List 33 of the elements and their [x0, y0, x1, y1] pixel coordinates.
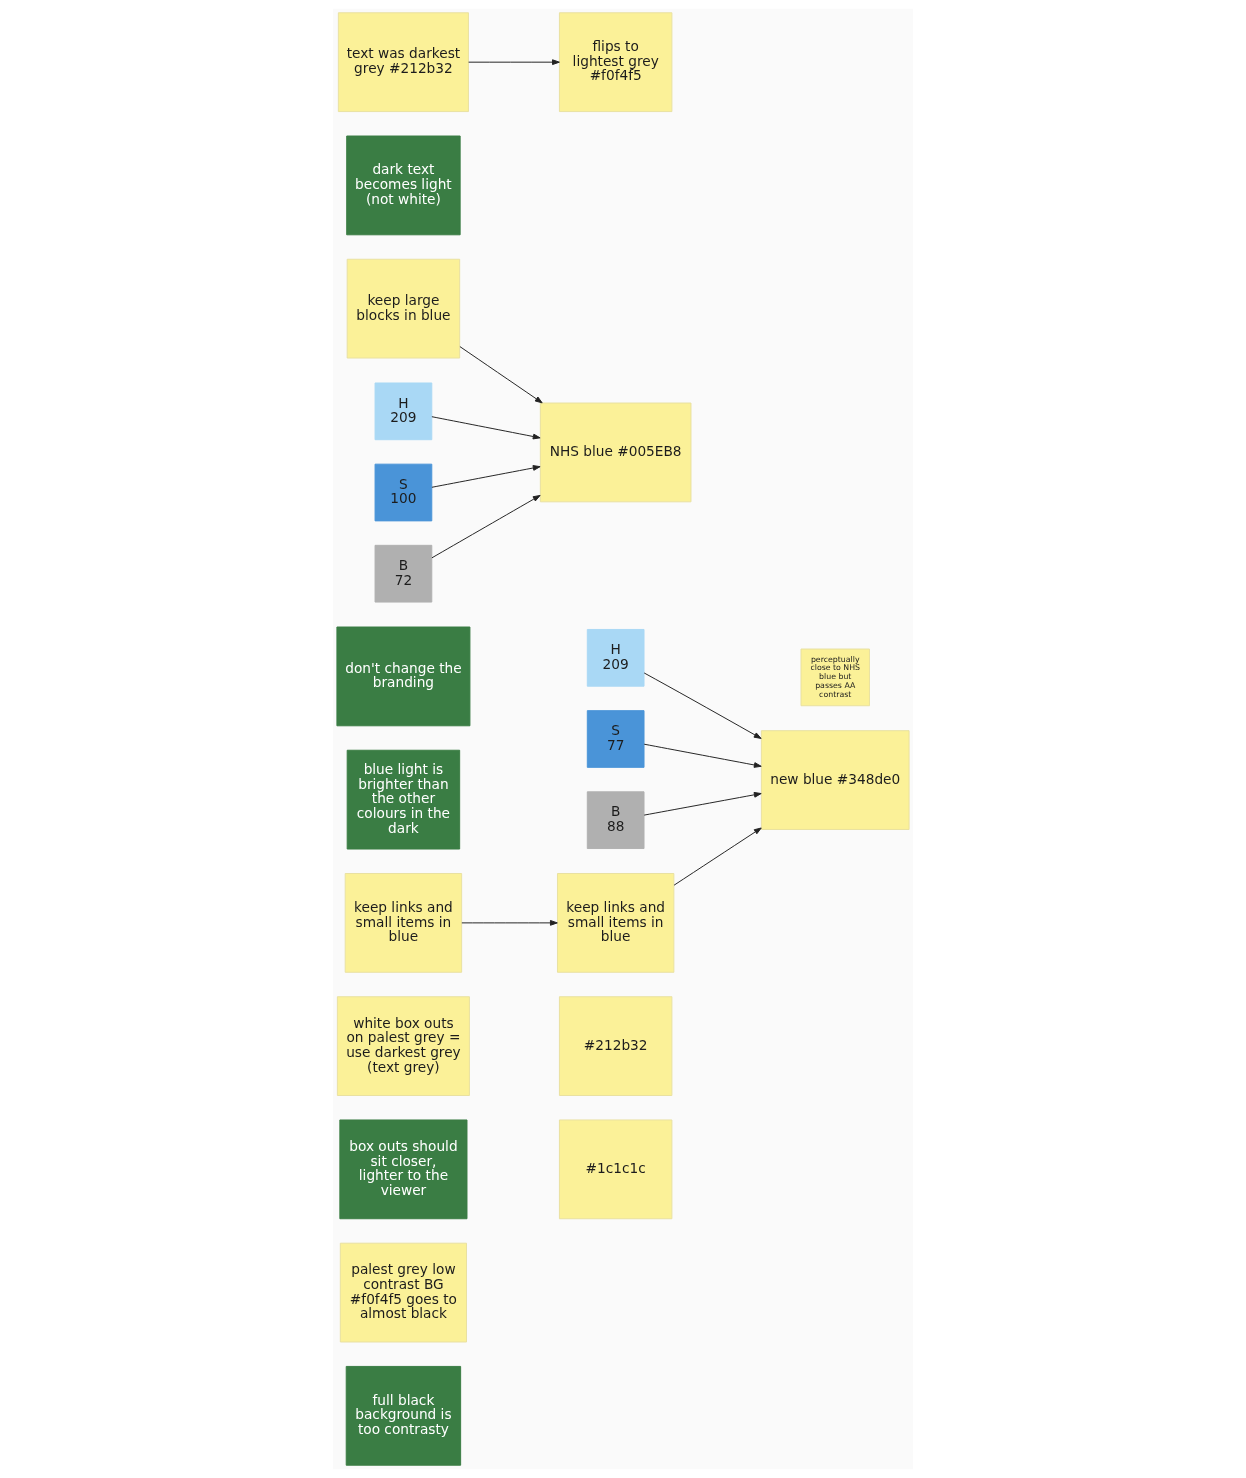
- node-box: palest grey low contrast BG #f0f4f5 goes to almost black: [339, 1242, 467, 1343]
- node-box: S 100: [374, 463, 433, 522]
- arrow: [461, 920, 558, 926]
- node-box: blue light is brighter than the other colours in the dark: [346, 749, 461, 850]
- arrow: [431, 416, 541, 440]
- arrow: [643, 743, 762, 768]
- node-box: B 88: [586, 791, 645, 850]
- node-box: S 77: [586, 710, 645, 768]
- arrow: [431, 494, 541, 559]
- node-box: #1c1c1c: [558, 1119, 673, 1220]
- arrow: [468, 59, 560, 66]
- node-box: keep large blocks in blue: [346, 258, 461, 359]
- node-box: #212b32: [558, 996, 673, 1096]
- node-box: full black background is too contrasty: [345, 1365, 462, 1466]
- node-box: flips to lightest grey #f0f4f5: [558, 12, 673, 113]
- node-box: new blue #348de0: [760, 730, 910, 830]
- node-box: H 209: [586, 628, 645, 687]
- node-box: H 209: [374, 382, 433, 441]
- node-box: don't change the branding: [336, 626, 471, 727]
- node-box: keep links and small items in blue: [344, 873, 463, 973]
- arrow: [643, 791, 762, 816]
- node-box: white box outs on palest grey = use darkest grey (text grey): [336, 996, 470, 1096]
- arrow: [431, 465, 541, 488]
- node-box: box outs should sit closer, lighter to the viewer: [339, 1119, 468, 1220]
- node-box: text was darkest grey #212b32: [337, 12, 469, 113]
- node-box: perceptually close to NHS blue but passes AA contrast: [800, 648, 870, 707]
- node-box: keep links and small items in blue: [557, 873, 675, 973]
- node-box: NHS blue #005EB8: [539, 402, 692, 503]
- node-box: B 72: [374, 544, 433, 603]
- arrow: [459, 346, 543, 404]
- node-box: dark text becomes light (not white): [346, 135, 461, 236]
- arrow: [673, 827, 762, 886]
- arrow: [643, 672, 762, 739]
